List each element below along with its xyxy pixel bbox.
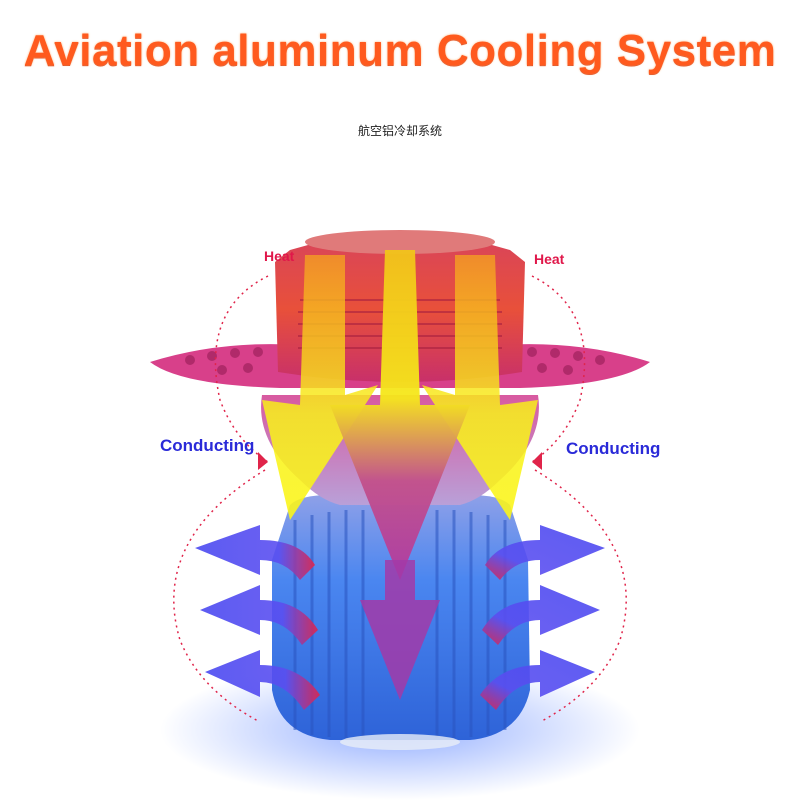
conducting-label-left: Conducting xyxy=(160,436,255,455)
conducting-label-right: Conducting xyxy=(566,439,661,458)
heat-arrow-center-bottom xyxy=(360,560,440,700)
heat-arrow-center-top xyxy=(330,250,470,580)
heat-arrow-right xyxy=(422,255,538,520)
page-title: Aviation aluminum Cooling System xyxy=(23,26,777,75)
page-subtitle: 航空铝冷却系统 xyxy=(357,124,442,138)
cooling-arrows-left xyxy=(195,525,320,710)
heat-dot-arrowhead-right xyxy=(532,452,542,470)
heat-flow-arrows xyxy=(262,250,538,700)
heat-label-right: Heat xyxy=(534,251,565,267)
heat-dot-arrowhead-left xyxy=(258,452,268,470)
cooling-arrows-right xyxy=(480,525,605,710)
heat-label-left: Heat xyxy=(264,248,295,264)
heat-arrow-left xyxy=(262,255,378,520)
heat-dotted-lines xyxy=(173,275,627,723)
